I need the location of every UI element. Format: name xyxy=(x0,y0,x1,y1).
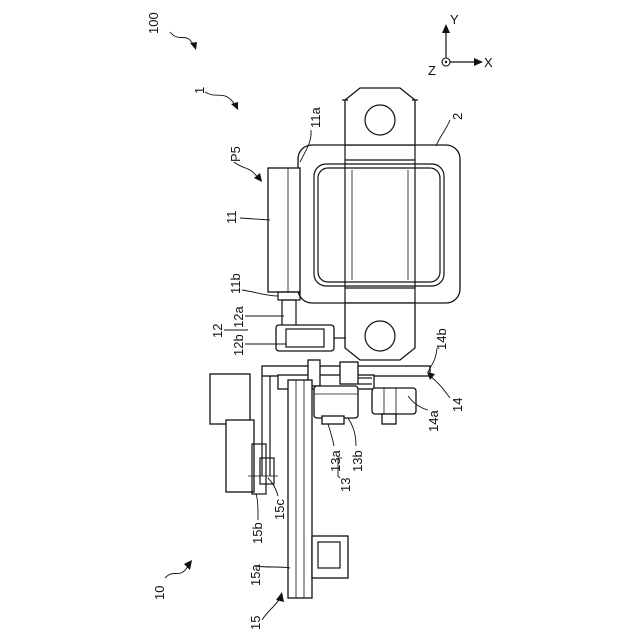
label-12b: 12b xyxy=(231,334,246,356)
label-13: 13 xyxy=(338,478,353,492)
drive-part-13 xyxy=(314,386,358,424)
label-12a: 12a xyxy=(231,306,246,328)
label-15: 15 xyxy=(248,616,263,630)
label-11: 11 xyxy=(224,211,239,225)
label-100: 100 xyxy=(146,12,161,34)
label-p5: P5 xyxy=(228,146,243,162)
coordinate-axes: Y X Z xyxy=(428,12,493,78)
label-12: 12 xyxy=(210,324,225,338)
axis-z-label: Z xyxy=(428,63,436,78)
connector-part-12 xyxy=(276,300,346,351)
label-13a: 13a xyxy=(328,450,343,472)
label-13b: 13b xyxy=(350,450,365,472)
axis-x-label: X xyxy=(484,55,493,70)
label-15c: 15c xyxy=(272,499,287,520)
label-15a: 15a xyxy=(248,564,263,586)
label-14: 14 xyxy=(450,398,465,412)
label-11b: 11b xyxy=(228,273,243,294)
label-14a: 14a xyxy=(426,410,441,432)
label-15b: 15b xyxy=(250,522,265,544)
block-part-11 xyxy=(268,168,300,300)
label-11a: 11a xyxy=(308,107,323,128)
label-1: 1 xyxy=(192,87,207,94)
label-14b: 14b xyxy=(434,328,449,350)
label-2: 2 xyxy=(450,113,465,120)
axis-y-label: Y xyxy=(450,12,459,27)
label-10: 10 xyxy=(152,586,167,600)
